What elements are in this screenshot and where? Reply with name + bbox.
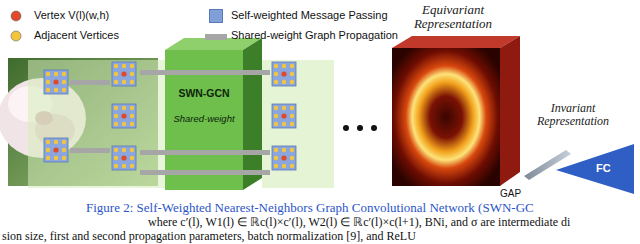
legend-sample bbox=[8, 8, 24, 24]
body-text: sion size, first and second propagation … bbox=[2, 229, 416, 244]
node-text: Invariant Representation bbox=[530, 102, 616, 128]
fc-layer: FC bbox=[556, 142, 636, 196]
legend-text: Shared-weight Graph Propagation bbox=[231, 29, 398, 41]
node-text: Shared-weight bbox=[165, 113, 243, 124]
legend-sample bbox=[8, 28, 24, 44]
node-text: SWN-GCN bbox=[165, 88, 243, 99]
equivariant-cube: Equivariant Representation bbox=[386, 3, 520, 186]
layer-label: GAP bbox=[500, 188, 521, 199]
legend-swatch bbox=[205, 34, 227, 40]
body-text: where c′(l), W1(l) ∈ ℝc(l)×c′(l), W2(l) … bbox=[148, 215, 570, 230]
figure-caption: Figure 2: Self-Weighted Nearest-Neighbor… bbox=[86, 200, 534, 216]
node-text: Equivariant Representation bbox=[403, 3, 503, 31]
gcn-block: SWN-GCN Shared-weight bbox=[165, 84, 243, 144]
legend-text: Self-weighted Message Passing bbox=[231, 9, 388, 21]
legend-text: Vertex V(l)(w,h) bbox=[34, 9, 109, 21]
node-text: FC bbox=[596, 162, 611, 174]
legend-text: Adjacent Vertices bbox=[34, 29, 119, 41]
invariant-vector: Invariant Representation bbox=[530, 102, 618, 142]
legend-swatch bbox=[209, 9, 223, 23]
